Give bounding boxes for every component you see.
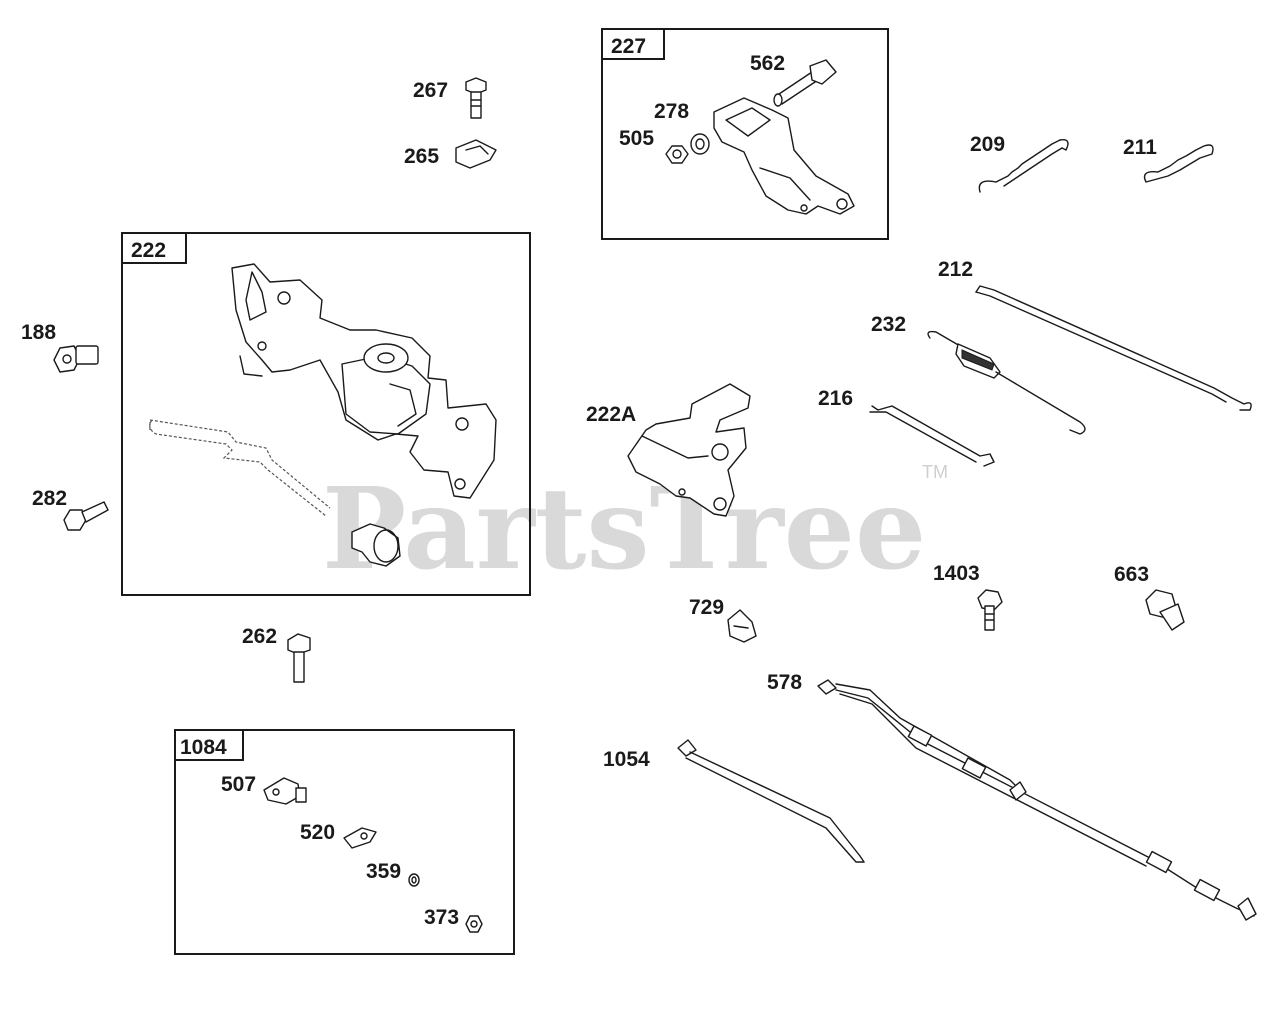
callout-507: 507: [221, 773, 256, 796]
part-222-shoulder-bolt[interactable]: [351, 523, 401, 567]
part-222-link-rod-dashed: [149, 419, 331, 517]
callout-222A: 222A: [586, 403, 636, 426]
callout-282: 282: [32, 487, 67, 510]
callout-232: 232: [871, 313, 906, 336]
callout-1054: 1054: [603, 748, 650, 771]
part-282-bolt[interactable]: [63, 501, 109, 531]
part-520-bracket[interactable]: [343, 827, 377, 849]
part-209-spring[interactable]: [978, 139, 1069, 193]
part-212-rod[interactable]: [975, 285, 1252, 411]
part-1403-screw[interactable]: [977, 589, 1003, 631]
callout-209: 209: [970, 133, 1005, 156]
assembly-box-222[interactable]: 222: [121, 232, 531, 596]
box-label-227: 227: [611, 35, 646, 58]
callout-1403: 1403: [933, 562, 980, 585]
part-1054-cable-tie[interactable]: [677, 739, 865, 863]
part-222-governor-assembly[interactable]: [231, 263, 497, 499]
box-label-1084: 1084: [180, 736, 227, 759]
part-562-bolt[interactable]: [773, 59, 837, 107]
callout-562: 562: [750, 52, 785, 75]
part-507-sensor[interactable]: [263, 777, 307, 805]
part-729-clip[interactable]: [727, 609, 757, 643]
callout-520: 520: [300, 821, 335, 844]
watermark-text: PartsTree: [322, 464, 926, 595]
part-505-nut[interactable]: [665, 145, 689, 164]
callout-278: 278: [654, 100, 689, 123]
callout-729: 729: [689, 596, 724, 619]
part-211-spring[interactable]: [1143, 144, 1214, 183]
callout-188: 188: [21, 321, 56, 344]
part-373-nut[interactable]: [465, 915, 483, 933]
callout-505: 505: [619, 127, 654, 150]
callout-212: 212: [938, 258, 973, 281]
part-359-washer[interactable]: [408, 873, 420, 887]
watermark-trademark: TM: [922, 462, 948, 482]
callout-265: 265: [404, 145, 439, 168]
assembly-box-1084[interactable]: 1084: [174, 729, 515, 955]
part-578-wire-harness[interactable]: [817, 679, 1257, 921]
part-663-bolt[interactable]: [1145, 589, 1185, 631]
part-227-lever-bracket[interactable]: [713, 97, 855, 215]
part-222A-bracket[interactable]: [627, 383, 751, 517]
callout-663: 663: [1114, 563, 1149, 586]
callout-578: 578: [767, 671, 802, 694]
part-262-bolt[interactable]: [287, 633, 311, 683]
part-278-washer[interactable]: [690, 133, 710, 155]
box-label-222: 222: [131, 239, 166, 262]
part-267-screw[interactable]: [465, 77, 487, 119]
part-188-bolt[interactable]: [53, 345, 99, 373]
part-216-rod[interactable]: [869, 405, 995, 467]
assembly-box-227[interactable]: 227: [601, 28, 889, 240]
callout-262: 262: [242, 625, 277, 648]
callout-373: 373: [424, 906, 459, 929]
callout-211: 211: [1123, 136, 1157, 159]
part-232-spring-rod[interactable]: [927, 330, 1086, 435]
callout-267: 267: [413, 79, 448, 102]
part-265-clip[interactable]: [455, 139, 497, 169]
callout-359: 359: [366, 860, 401, 883]
callout-216: 216: [818, 387, 853, 410]
